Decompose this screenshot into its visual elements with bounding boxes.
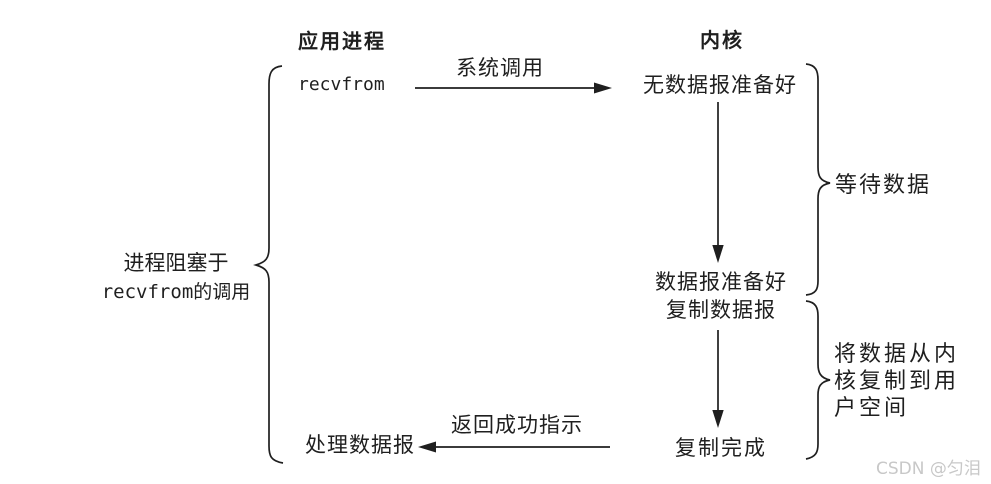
datagram-ready-line: 数据报准备好 — [655, 270, 787, 294]
kernel-header: 内核 — [700, 28, 744, 52]
wait-data-brace — [805, 63, 831, 296]
blocked-brace — [253, 65, 284, 464]
copy-data-brace — [805, 300, 831, 460]
copy-note-line2: 核复制到用 — [834, 369, 960, 394]
no-datagram-node: 无数据报准备好 — [643, 73, 797, 97]
blocked-note-line2: recvfrom的调用 — [101, 281, 251, 303]
copy-data-arrow — [712, 330, 724, 428]
syscall-arrow — [415, 82, 612, 94]
copy-note-line1: 将数据从内 — [834, 342, 960, 367]
copy-to-user-note: 将数据从内 核复制到用 户空间 — [834, 341, 959, 422]
return-arrow — [418, 441, 610, 453]
wait-data-arrow — [712, 102, 724, 263]
recvfrom-call: recvfrom — [298, 74, 385, 95]
copy-complete-node: 复制完成 — [675, 436, 767, 460]
process-datagram-node: 处理数据报 — [305, 433, 415, 457]
app-process-header: 应用进程 — [298, 29, 386, 53]
return-arrow-label: 返回成功指示 — [451, 413, 583, 437]
wait-data-label: 等待数据 — [835, 173, 932, 198]
blocked-note-line1: 进程阻塞于 — [123, 251, 229, 275]
copy-datagram-line: 复制数据报 — [666, 298, 776, 322]
syscall-arrow-label: 系统调用 — [456, 56, 544, 80]
blocked-note: 进程阻塞于 recvfrom的调用 — [102, 249, 251, 307]
datagram-ready-node: 数据报准备好 复制数据报 — [655, 268, 787, 324]
copy-note-line3: 户空间 — [834, 396, 910, 421]
csdn-watermark: CSDN @匀泪 — [876, 459, 981, 479]
